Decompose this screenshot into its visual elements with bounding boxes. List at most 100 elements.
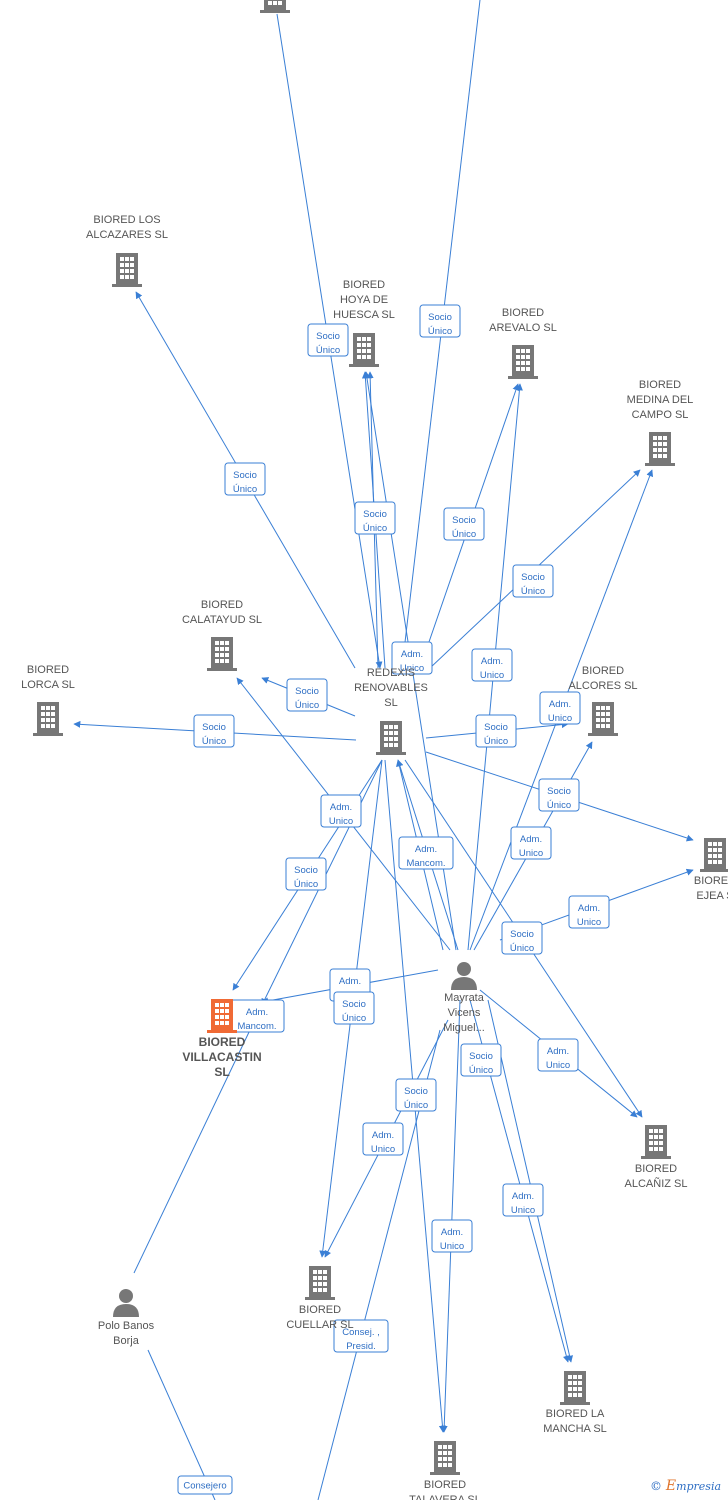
building-icon [112,253,142,287]
edge-label-box [354,501,396,535]
edge-label-l18: Adm. Unico [568,895,610,929]
node-ejea[interactable]: BIOREDEJEA S [694,838,728,902]
node-label-line: ALCORES SL [568,680,637,692]
edge-label-text: Socio [484,722,508,733]
node-label-line: HUESCA SL [333,309,395,321]
node-label-line: BIORED [299,1304,341,1316]
edge-line [147,1349,216,1500]
edge-label-text: Adm. [578,903,600,914]
edge-label-text: Único [294,879,318,890]
edge-label-text: Adm. [512,1191,534,1202]
edge-label-l14: Adm.Unico [320,794,362,828]
node-label-line: VILLACASTIN [182,1050,261,1064]
node-label-line: BIORED [199,1035,246,1049]
edge-label-text: Socio [342,999,366,1010]
edge-label-l8: Adm.Unico [471,648,513,682]
edge-label-text: Unico [371,1144,395,1155]
node-mayrata[interactable]: MayrataVicensMiguel... [443,962,485,1034]
edge-label-box [502,1183,544,1217]
edge-label-box [320,794,362,828]
node-arevalo[interactable]: BIORED AREVALO SL [489,307,557,379]
brand-initial: E [665,1478,677,1494]
edge-label-l28: Adm.Unico [431,1219,473,1253]
node-label-line: AREVALO SL [489,322,557,334]
node-label-line: CUELLAR SL [286,1319,353,1331]
edge-label-box [224,462,266,496]
edge-label-box [398,836,454,870]
edge-label-box [177,1475,233,1495]
node-label-line: SL [214,1065,229,1079]
edge-label-text: Adm. [372,1130,394,1141]
edge-label-l26: Adm. Unico [362,1122,404,1156]
node-label-line: Borja [113,1335,140,1347]
edge-label-text: Único [404,1100,428,1111]
edge-labels-layer: SocioÚnicoSocioÚnicoSocioÚnicoSocioÚnico… [177,304,610,1495]
building-icon [645,432,675,466]
edge-label-box [333,1319,389,1353]
edge-label-text: Socio [404,1086,428,1097]
edge-label-box [193,714,235,748]
edge-label-text: Mancom. [237,1021,276,1032]
node-label-line: BIORED LOS [93,214,160,226]
node-label-line: BIORED LA [546,1408,605,1420]
edge-label-text: Socio [452,515,476,526]
edge-label-l23: Adm.Unico [537,1038,579,1072]
edge-label-text: Socio [469,1051,493,1062]
edge-label-text: Adm. [547,1046,569,1057]
edge-line [440,999,461,1433]
edge-label-text: Socio [510,929,534,940]
building-icon [33,702,63,736]
edge-label-text: Socio [547,786,571,797]
edge-label-box [460,1043,502,1077]
building-icon [207,637,237,671]
edge-label-text: Consejero [183,1481,226,1492]
edge-label-box [512,564,554,598]
edge-label-text: Presid. [346,1341,376,1352]
edge-label-text: Unico [548,713,572,724]
edge-label-box [568,895,610,929]
edge-label-l29: Consej. ,Presid. [333,1319,389,1353]
edge-label-text: Socio [202,722,226,733]
node-label-line: BIORED [424,1479,466,1491]
node-label-line: SL [384,697,397,709]
edge-label-text: Socio [363,509,387,520]
node-label-line: HOYA DE [340,294,388,306]
node-label-line: Polo Banos [98,1320,155,1332]
node-top-building[interactable] [260,0,290,13]
edge-label-l22: Adm.Mancom. [229,999,285,1033]
edge-label-text: Unico [577,917,601,928]
building-icon [641,1125,671,1159]
edge-label-text: Adm. [520,834,542,845]
node-la-mancha[interactable]: BIORED LA MANCHA SL [543,1371,607,1435]
edge-label-text: Mancom. [406,858,445,869]
edge-label-box [333,991,375,1025]
building-icon [349,333,379,367]
edge-label-box [501,921,543,955]
node-label-line: Vicens [448,1007,481,1019]
node-cuellar[interactable]: BIORED CUELLAR SL [286,1266,354,1331]
building-icon [260,0,290,13]
node-label-line: LORCA SL [21,679,75,691]
node-label-line: MANCHA SL [543,1423,607,1435]
node-label-line: BIORED [502,307,544,319]
edge-label-box [307,323,349,357]
edge-label-text: Adm. [481,656,503,667]
edge-label-text: Único [295,700,319,711]
